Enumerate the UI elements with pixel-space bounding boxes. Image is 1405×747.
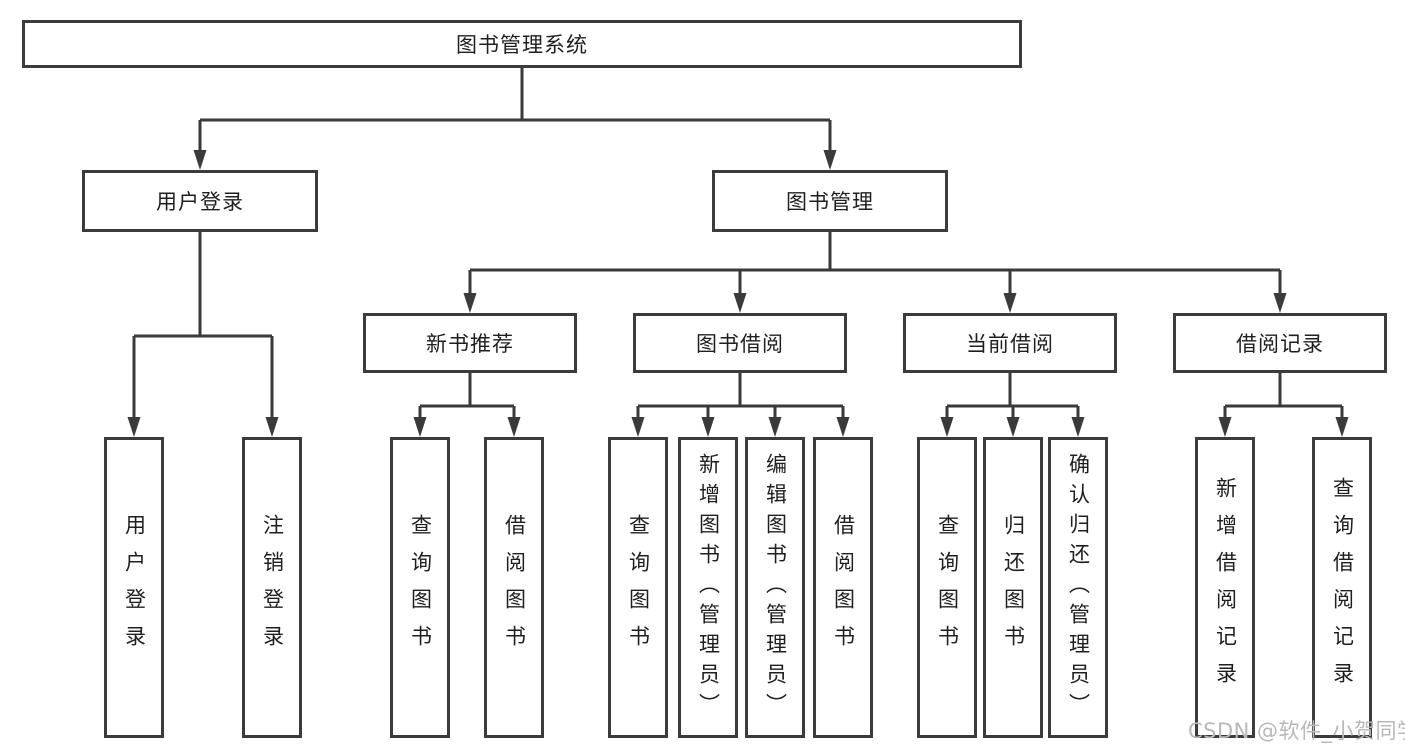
leaf-query-books-1: 查询图书 <box>390 437 450 738</box>
node-label: 用户登录 <box>156 190 244 214</box>
leaf-confirm-return-admin: 确认归还（管理员） <box>1048 437 1108 738</box>
leaf-query-borrow-record: 查询借阅记录 <box>1312 437 1372 738</box>
leaf-add-borrow-record: 新增借阅记录 <box>1195 437 1255 738</box>
leaf-label: 新增借阅记录 <box>1213 476 1238 699</box>
node-root-library-system: 图书管理系统 <box>22 20 1022 68</box>
leaf-label: 新增图书（管理员） <box>696 452 721 723</box>
node-new-book-recommend: 新书推荐 <box>363 313 577 373</box>
leaf-user-login: 用户登录 <box>104 437 164 738</box>
node-book-management: 图书管理 <box>712 170 948 232</box>
node-label: 当前借阅 <box>966 332 1054 356</box>
node-label: 图书管理 <box>786 190 874 214</box>
leaf-label: 归还图书 <box>1001 513 1026 662</box>
node-borrowing-records: 借阅记录 <box>1173 313 1387 373</box>
leaf-label: 编辑图书（管理员） <box>763 452 788 723</box>
node-label: 借阅记录 <box>1236 332 1324 356</box>
leaf-return-books: 归还图书 <box>983 437 1043 738</box>
leaf-label: 查询借阅记录 <box>1330 476 1355 699</box>
leaf-label: 查询图书 <box>626 513 651 662</box>
leaf-borrow-books-1: 借阅图书 <box>484 437 544 738</box>
leaf-label: 注销登录 <box>260 513 285 662</box>
leaf-label: 借阅图书 <box>831 513 856 662</box>
leaf-edit-books-admin: 编辑图书（管理员） <box>745 437 805 738</box>
node-label: 图书借阅 <box>696 332 784 356</box>
leaf-query-books-2: 查询图书 <box>608 437 668 738</box>
leaf-label: 查询图书 <box>935 513 960 662</box>
leaf-label: 用户登录 <box>122 513 147 662</box>
node-user-login: 用户登录 <box>82 170 318 232</box>
leaf-logout: 注销登录 <box>242 437 302 738</box>
node-label: 新书推荐 <box>426 332 514 356</box>
leaf-borrow-books-2: 借阅图书 <box>813 437 873 738</box>
leaf-label: 确认归还（管理员） <box>1066 452 1091 723</box>
node-book-borrowing: 图书借阅 <box>633 313 847 373</box>
leaf-label: 查询图书 <box>408 513 433 662</box>
csdn-watermark: CSDN @软件_小贺同学 <box>1188 719 1405 743</box>
node-current-borrowing: 当前借阅 <box>903 313 1117 373</box>
leaf-query-books-3: 查询图书 <box>917 437 977 738</box>
leaf-label: 借阅图书 <box>502 513 527 662</box>
node-label: 图书管理系统 <box>456 33 588 57</box>
leaf-add-books-admin: 新增图书（管理员） <box>678 437 738 738</box>
